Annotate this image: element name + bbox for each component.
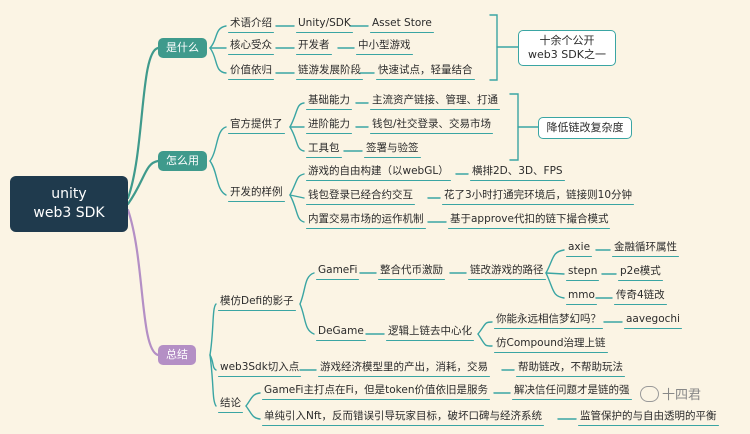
node-tools[interactable]: 工具包 <box>306 142 342 158</box>
node-economy-model[interactable]: 游戏经济模型里的产出，消耗，交易 <box>318 361 490 377</box>
callout-public-sdk-line2: web3 SDK之一 <box>528 48 606 61</box>
watermark: 十四君 <box>640 384 701 403</box>
node-developers[interactable]: 开发者 <box>296 39 332 55</box>
branch-what[interactable]: 是什么 <box>158 38 207 58</box>
root-line2: web3 SDK <box>33 205 105 221</box>
node-sample-market-detail[interactable]: 基于approve代扣的链下撮合模式 <box>448 213 611 229</box>
node-basic-detail[interactable]: 主流资产链接、管理、打通 <box>370 94 500 110</box>
node-basic[interactable]: 基础能力 <box>306 94 352 110</box>
node-value[interactable]: 价值依归 <box>228 64 274 80</box>
branch-summary[interactable]: 总结 <box>158 345 196 365</box>
node-stepn[interactable]: stepn <box>566 265 600 281</box>
node-decentralize[interactable]: 逻辑上链去中心化 <box>386 325 474 341</box>
callout-reduce-complexity[interactable]: 降低链改复杂度 <box>538 117 632 139</box>
node-gamefi-fi[interactable]: GameFi主打点在Fi，但是token价值依旧是服务 <box>262 384 491 400</box>
node-help-chain[interactable]: 帮助链改，不帮助玩法 <box>516 361 625 377</box>
callout-public-sdk-line1: 十余个公开 <box>539 34 595 47</box>
node-sample-webgl-detail[interactable]: 横排2D、3D、FPS <box>470 165 565 181</box>
node-quick-pilot[interactable]: 快速试点，轻量结合 <box>376 64 475 80</box>
node-sample-wallet[interactable]: 钱包登录已经合约交互 <box>306 189 415 205</box>
node-axie-detail[interactable]: 金融循环属性 <box>612 241 679 257</box>
node-chain-path[interactable]: 链改游戏的路径 <box>468 264 546 280</box>
node-token-incentive[interactable]: 整合代币激励 <box>378 264 445 280</box>
node-regulation-balance[interactable]: 监管保护的与自由透明的平衡 <box>578 410 719 426</box>
watermark-text: 十四君 <box>662 388 702 403</box>
branch-how[interactable]: 怎么用 <box>158 151 207 171</box>
node-mmo[interactable]: mmo <box>566 289 597 305</box>
node-terms[interactable]: 术语介绍 <box>228 17 274 33</box>
node-advanced[interactable]: 进阶能力 <box>306 118 352 134</box>
node-samples[interactable]: 开发的样例 <box>228 186 285 202</box>
node-sample-webgl[interactable]: 游戏的自由构建（以webGL） <box>306 165 451 181</box>
node-sample-wallet-detail[interactable]: 花了3小时打通完环境后，链接则10分钟 <box>442 189 635 205</box>
node-nft-only[interactable]: 单纯引入Nft，反而错误引导玩家目标，破坏口碑与经济系统 <box>262 410 544 426</box>
callout-public-sdk[interactable]: 十余个公开 web3 SDK之一 <box>518 30 616 66</box>
node-sdk-entry[interactable]: web3Sdk切入点 <box>218 361 302 377</box>
node-asset-store[interactable]: Asset Store <box>370 17 434 33</box>
edge-root-summary <box>126 208 160 357</box>
edge-root-how <box>126 159 160 206</box>
root-node[interactable]: unity web3 SDK <box>10 176 128 232</box>
node-axie[interactable]: axie <box>566 241 593 257</box>
node-degame[interactable]: DeGame <box>316 325 366 341</box>
node-trust[interactable]: 解决信任问题才是链的强 <box>512 384 632 400</box>
chat-bubble-icon <box>640 385 659 402</box>
node-sample-market[interactable]: 内置交易市场的运作机制 <box>306 213 426 229</box>
node-conclusion[interactable]: 结论 <box>218 397 243 413</box>
node-gamefi[interactable]: GameFi <box>316 264 360 280</box>
node-official[interactable]: 官方提供了 <box>228 118 285 134</box>
node-tools-detail[interactable]: 签署与验签 <box>364 142 421 158</box>
node-advanced-detail[interactable]: 钱包/社交登录、交易市场 <box>370 118 494 134</box>
node-chain-stage[interactable]: 链游发展阶段 <box>296 64 363 80</box>
node-audience[interactable]: 核心受众 <box>228 39 274 55</box>
node-mmo-detail[interactable]: 传奇4链改 <box>614 289 667 305</box>
node-dream-question[interactable]: 你能永远相信梦幻吗？ <box>494 313 603 329</box>
node-stepn-detail[interactable]: p2e模式 <box>618 265 663 281</box>
node-defi-shadow[interactable]: 模仿Defi的影子 <box>218 295 296 311</box>
node-small-games[interactable]: 中小型游戏 <box>356 39 413 55</box>
edge-root-what <box>126 46 160 200</box>
node-unity-sdk[interactable]: Unity/SDK <box>296 17 353 33</box>
root-line1: unity <box>51 186 87 202</box>
node-compound[interactable]: 仿Compound治理上链 <box>494 337 608 353</box>
node-aavegochi[interactable]: aavegochi <box>624 313 682 329</box>
